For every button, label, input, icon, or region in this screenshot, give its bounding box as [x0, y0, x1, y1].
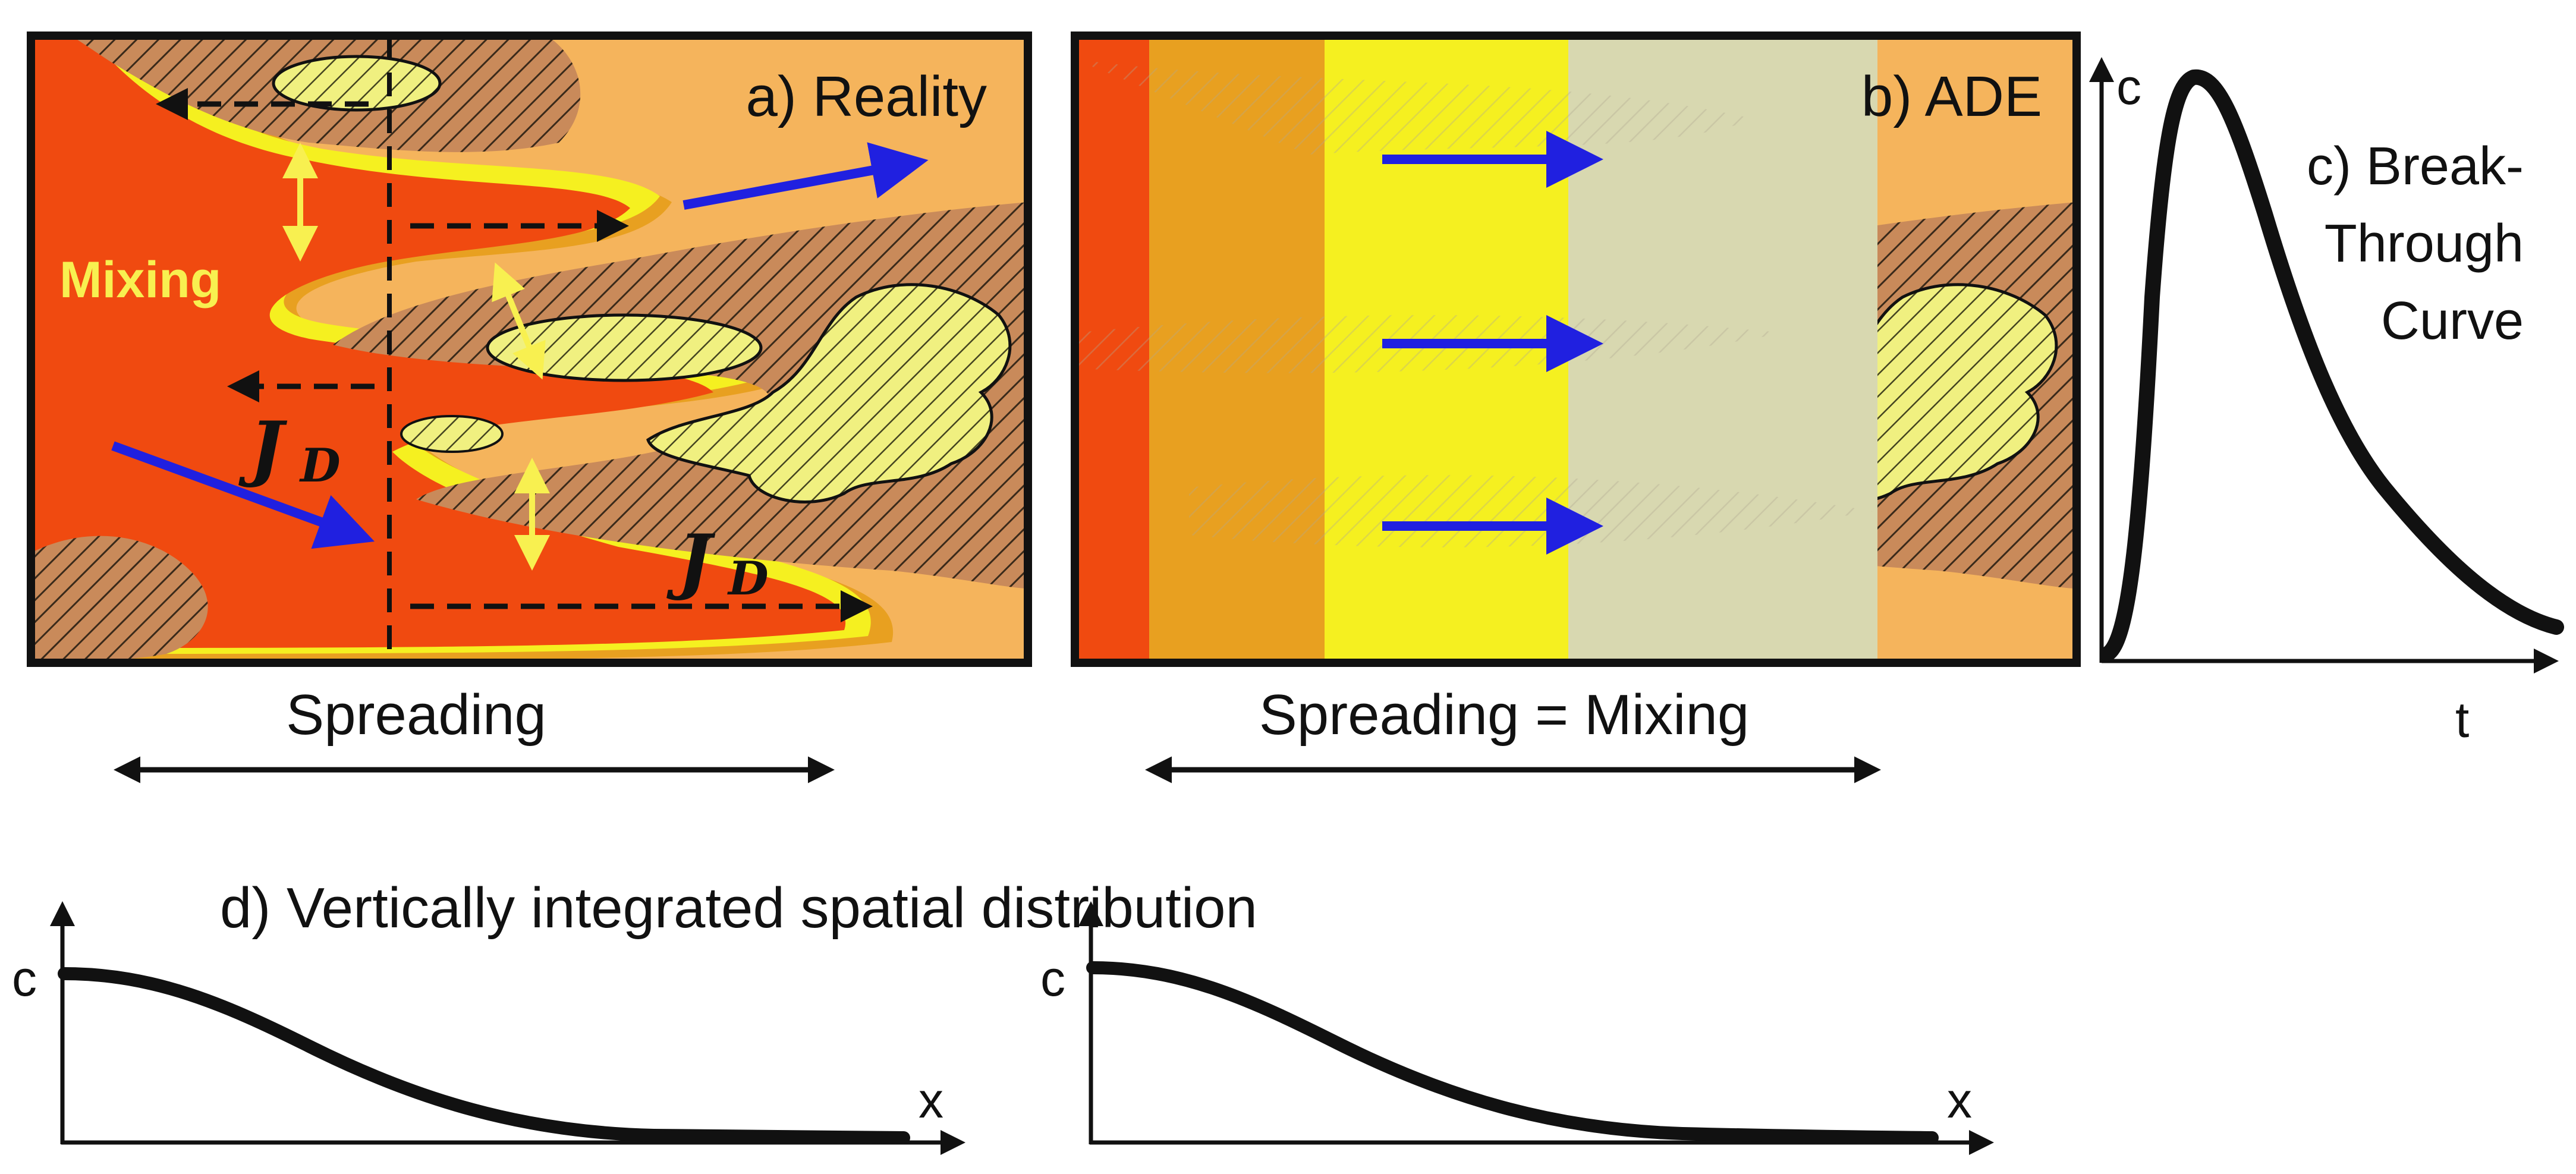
spreading-label: Spreading: [286, 683, 546, 747]
inclusion-blob: [646, 283, 1012, 503]
inclusion-top: [272, 55, 442, 112]
flux-sub-bottom: D: [727, 552, 769, 606]
panel-breakthrough: c t c) Break- Through Curve: [2089, 57, 2564, 748]
dist-left-curve: [58, 967, 910, 1144]
btc-label-3: Curve: [2381, 291, 2524, 351]
panel-reality: a) Reality Mixing J D J D: [31, 36, 1028, 663]
distribution-left: c x: [12, 901, 965, 1155]
spreading-mixing-label: Spreading = Mixing: [1259, 683, 1749, 747]
reality-label: a) Reality: [746, 65, 987, 128]
advection-arrow-left: [111, 441, 375, 549]
mixing-arrow-2: [492, 262, 546, 380]
inclusion-small: [400, 415, 504, 453]
mixing-label: Mixing: [59, 251, 221, 309]
ade-label: b) ADE: [1861, 65, 2042, 128]
panel-ade-frame: [1071, 32, 2081, 667]
inclusion-middle: [486, 313, 763, 382]
dist-right-curve: [1086, 961, 1939, 1144]
btc-label-2: Through: [2325, 214, 2524, 273]
dist-right-x-label: x: [1947, 1072, 1972, 1128]
ade-ghost-bottom: [1189, 475, 1873, 547]
flux-sub-left: D: [299, 439, 341, 493]
dist-left-x-label: x: [919, 1072, 943, 1128]
dist-left-y-label: c: [12, 950, 37, 1006]
btc-curve: [2100, 69, 2564, 662]
advection-arrow-top: [682, 142, 929, 210]
btc-y-label: c: [2116, 59, 2141, 115]
dist-right-y-label: c: [1040, 950, 1065, 1006]
btc-x-label: t: [2455, 692, 2469, 748]
panel-reality-frame: [27, 32, 1032, 667]
panel-ade: b) ADE: [1075, 36, 2077, 663]
low-k-zone-bottom-left: [31, 536, 208, 663]
distribution-title: d) Vertically integrated spatial distrib…: [220, 876, 1257, 940]
distribution-right: c x: [1040, 901, 1994, 1155]
btc-label-1: c) Break-: [2307, 137, 2524, 196]
